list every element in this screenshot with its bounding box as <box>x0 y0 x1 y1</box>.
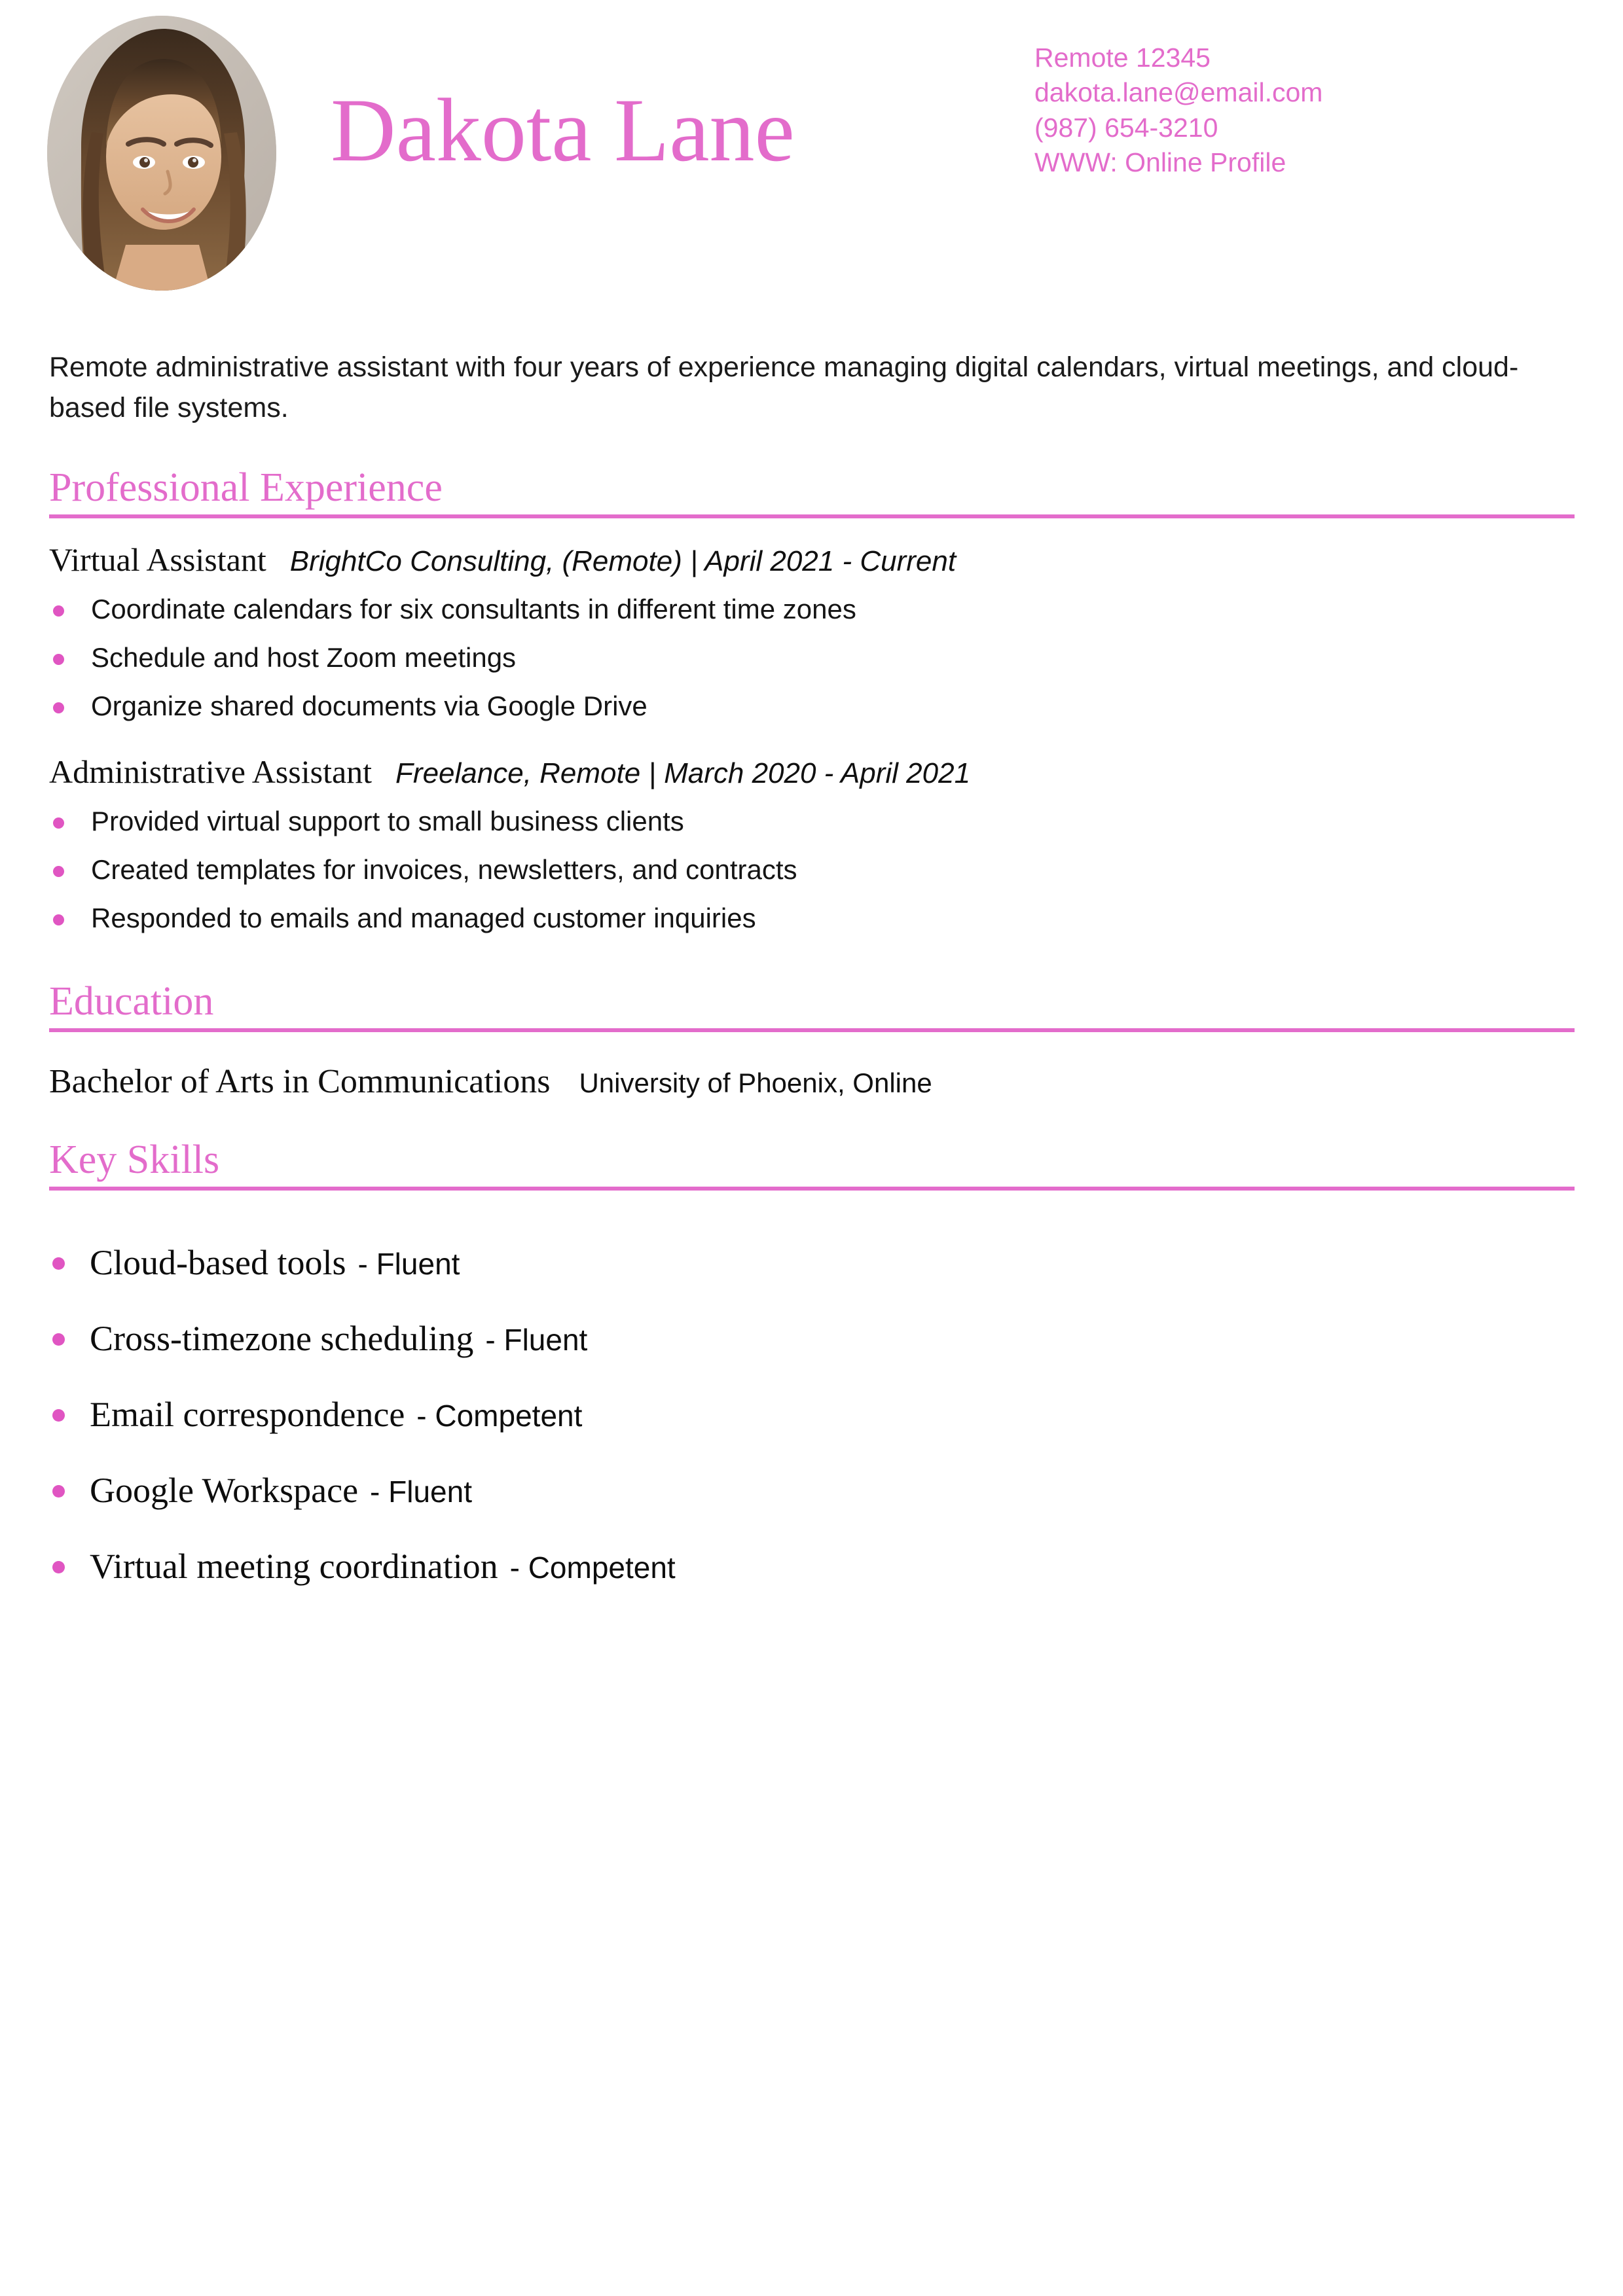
section-divider <box>49 1186 1575 1191</box>
bullet-dot-icon <box>53 653 64 665</box>
skill-name: Cross-timezone scheduling <box>90 1318 474 1358</box>
skill-item: Cloud-based tools - Fluent <box>49 1225 1623 1300</box>
skill-name: Cloud-based tools <box>90 1242 346 1282</box>
contact-block: Remote 12345 dakota.lane@email.com (987)… <box>1034 41 1322 180</box>
bullet-dot-icon <box>52 1257 65 1270</box>
section-header-education: Education <box>49 980 1575 1032</box>
job-bullet-text: Schedule and host Zoom meetings <box>91 641 517 673</box>
job-meta: BrightCo Consulting, (Remote) | April 20… <box>289 545 957 577</box>
bullet-dot-icon <box>53 702 64 713</box>
contact-location: Remote 12345 <box>1034 43 1211 73</box>
job-entry: Virtual Assistant BrightCo Consulting, (R… <box>0 541 1623 730</box>
skill-level: - Competent <box>416 1398 583 1433</box>
candidate-name: Dakota Lane <box>331 80 795 180</box>
section-education: Education Bachelor of Arts in Communicat… <box>0 980 1623 1101</box>
section-divider <box>49 1028 1575 1032</box>
contact-email[interactable]: dakota.lane@email.com <box>1034 77 1323 108</box>
resume-body: Remote administrative assistant with fou… <box>0 308 1623 1604</box>
bullet-dot-icon <box>53 914 64 925</box>
skill-level: - Fluent <box>485 1322 588 1357</box>
job-bullet: Coordinate calendars for six consultants… <box>49 585 1623 634</box>
job-heading: Administrative Assistant Freelance, Remot… <box>49 753 1623 791</box>
job-bullet-text: Coordinate calendars for six consultants… <box>91 593 856 624</box>
job-bullet: Provided virtual support to small busine… <box>49 797 1623 846</box>
skill-item: Google Workspace - Fluent <box>49 1452 1623 1528</box>
bullet-dot-icon <box>53 817 64 829</box>
skill-name: Virtual meeting coordination <box>90 1546 498 1586</box>
job-title: Virtual Assistant <box>49 541 266 578</box>
education-degree: Bachelor of Arts in Communications <box>49 1062 551 1100</box>
section-skills: Key Skills Cloud-based tools - Fluent Cro… <box>0 1137 1623 1604</box>
skill-level: - Fluent <box>370 1474 472 1509</box>
skill-name: Email correspondence <box>90 1394 405 1434</box>
bullet-dot-icon <box>52 1560 65 1573</box>
section-experience: Professional Experience Virtual Assistan… <box>0 465 1623 942</box>
resume-header: Dakota Lane Remote 12345 dakota.lane@ema… <box>0 0 1623 308</box>
skill-item: Email correspondence - Competent <box>49 1376 1623 1452</box>
bullet-dot-icon <box>53 605 64 617</box>
job-bullet: Created templates for invoices, newslett… <box>49 846 1623 894</box>
skills-list: Cloud-based tools - Fluent Cross-timezone… <box>0 1225 1623 1604</box>
skill-level: - Competent <box>509 1550 676 1585</box>
contact-phone[interactable]: (987) 654-3210 <box>1034 112 1218 143</box>
job-bullet: Responded to emails and managed customer… <box>49 894 1623 942</box>
skill-item: Cross-timezone scheduling - Fluent <box>49 1300 1623 1376</box>
section-title-experience: Professional Experience <box>49 465 443 510</box>
bullet-dot-icon <box>52 1484 65 1498</box>
skill-name: Google Workspace <box>90 1470 359 1510</box>
section-header-experience: Professional Experience <box>49 465 1575 518</box>
job-bullet-text: Responded to emails and managed customer… <box>91 902 756 933</box>
job-bullet: Organize shared documents via Google Dri… <box>49 682 1623 730</box>
job-bullet: Schedule and host Zoom meetings <box>49 634 1623 682</box>
section-divider <box>49 514 1575 518</box>
job-bullet-list: Provided virtual support to small busine… <box>0 797 1623 942</box>
bullet-dot-icon <box>53 865 64 877</box>
education-school: University of Phoenix, Online <box>579 1067 932 1098</box>
job-bullet-text: Organize shared documents via Google Dri… <box>91 690 647 721</box>
section-title-skills: Key Skills <box>49 1137 220 1182</box>
job-meta: Freelance, Remote | March 2020 - April 2… <box>395 757 971 789</box>
skill-item: Virtual meeting coordination - Competent <box>49 1528 1623 1604</box>
job-title: Administrative Assistant <box>49 753 373 790</box>
bullet-dot-icon <box>52 1408 65 1422</box>
professional-summary: Remote administrative assistant with fou… <box>49 351 1519 424</box>
job-bullet-text: Created templates for invoices, newslett… <box>91 853 797 885</box>
job-bullet-list: Coordinate calendars for six consultants… <box>0 585 1623 730</box>
skill-level: - Fluent <box>357 1246 460 1281</box>
job-bullet-text: Provided virtual support to small busine… <box>91 805 684 836</box>
job-entry: Administrative Assistant Freelance, Remot… <box>0 753 1623 942</box>
contact-website[interactable]: WWW: Online Profile <box>1034 147 1286 177</box>
bullet-dot-icon <box>52 1333 65 1346</box>
section-title-education: Education <box>49 978 214 1024</box>
section-header-skills: Key Skills <box>49 1137 1575 1191</box>
education-entry: Bachelor of Arts in Communications Univer… <box>49 1062 1623 1101</box>
profile-photo <box>47 16 276 291</box>
job-heading: Virtual Assistant BrightCo Consulting, (R… <box>49 541 1623 579</box>
